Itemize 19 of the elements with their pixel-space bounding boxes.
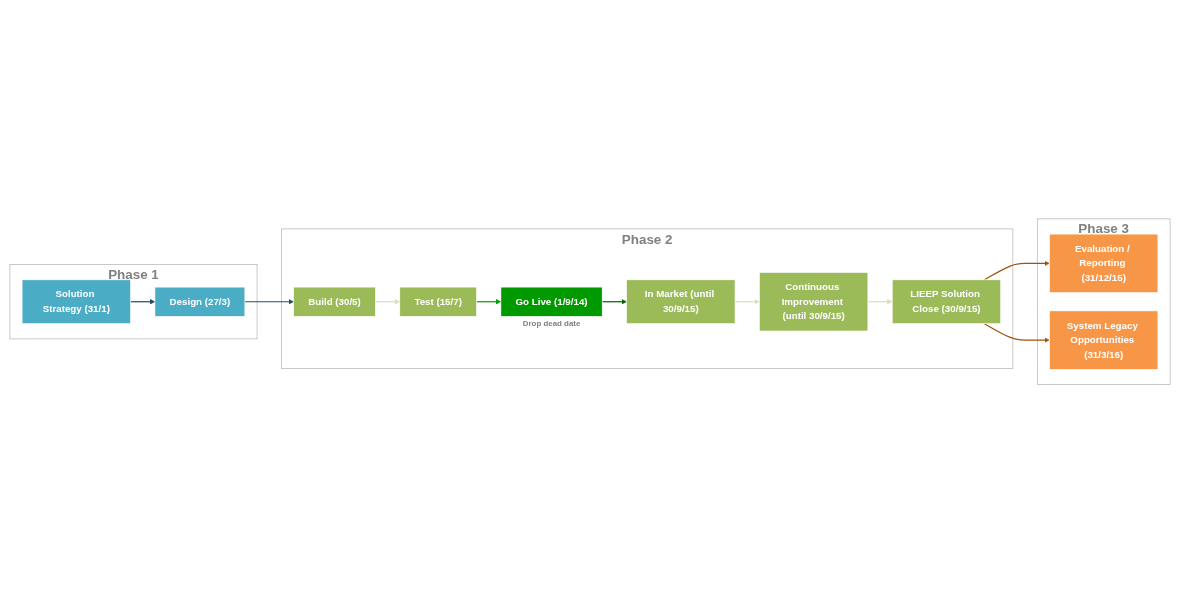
node-box: Build (30/5): [292, 286, 376, 317]
arrow: [983, 322, 1050, 343]
arrow: [475, 298, 501, 305]
node-box: LIEEP Solution Close (30/9/15): [891, 279, 1001, 324]
node-box: In Market (until 30/9/15): [625, 279, 735, 324]
node-box: Evaluation / Reporting (31/12/15): [1048, 233, 1158, 293]
arrow: [129, 298, 155, 305]
node-box: Continuous Improvement (until 30/9/15): [758, 271, 868, 332]
arrow: [243, 298, 294, 305]
node-box: Go Live (1/9/14): [500, 286, 602, 317]
arrow: [983, 260, 1050, 281]
arrow: [866, 298, 892, 305]
node-box: Design (27/3): [154, 286, 245, 317]
node-box: System Legacy Opportunities (31/3/16): [1048, 310, 1158, 370]
arrow: [733, 298, 760, 305]
node-box: Test (15/7): [398, 286, 477, 317]
arrow: [374, 298, 400, 305]
node-box: Solution Strategy (31/1): [21, 279, 131, 324]
arrow: [601, 298, 627, 305]
